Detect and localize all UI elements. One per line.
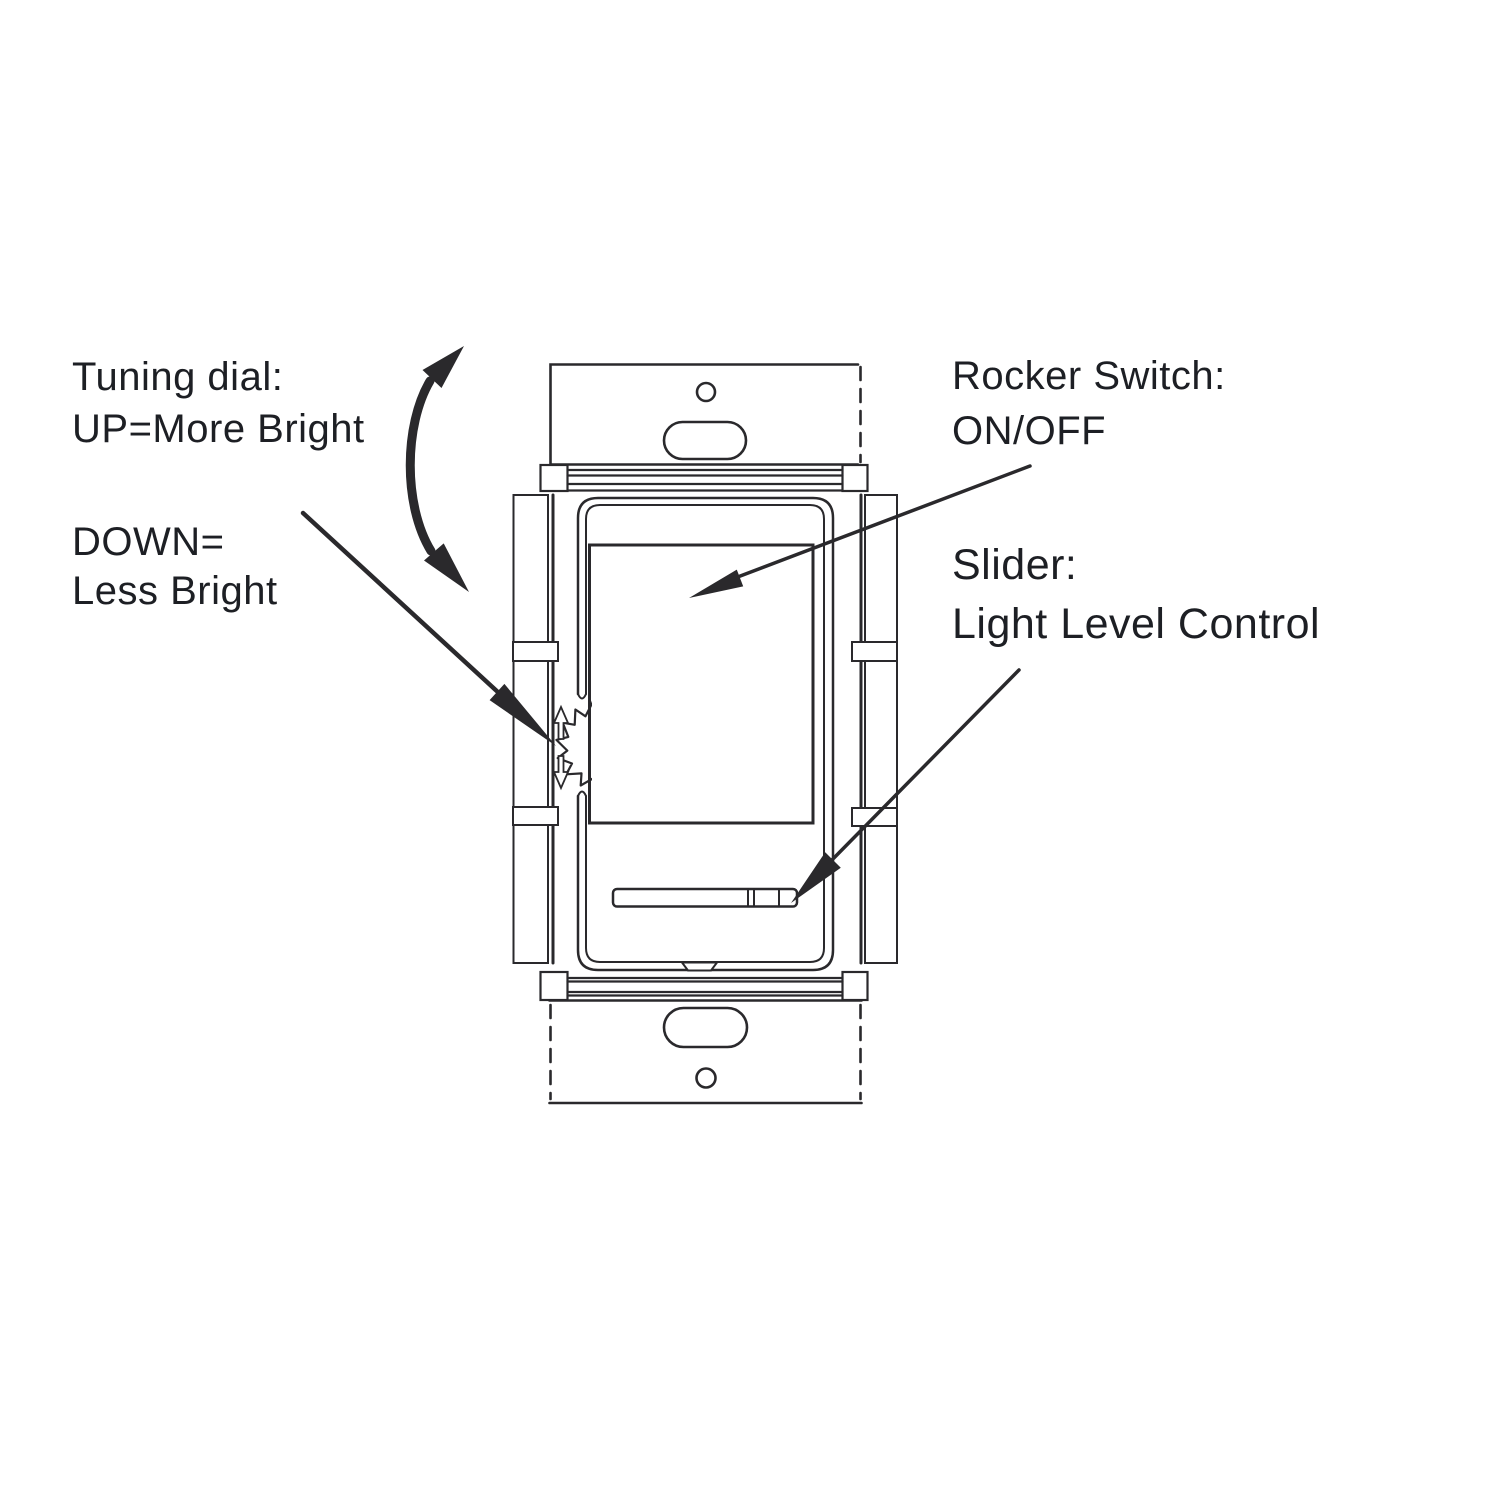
- rocker-paddle[interactable]: [588, 543, 815, 825]
- tuning-dial-gear[interactable]: [555, 695, 642, 797]
- slider-label-line1: Slider:: [952, 541, 1078, 589]
- dial-up-arrow-icon: [552, 704, 570, 740]
- tuning-dial-label-line1: Tuning dial:: [72, 355, 284, 399]
- strap-neck-bottom: [539, 970, 869, 1002]
- bezel-notch: [680, 961, 719, 972]
- tuning-dial-label: Tuning dial: UP=More Bright: [72, 351, 365, 455]
- rotate-arrow-icon: [405, 346, 469, 592]
- strap-screw-hole-bottom: [695, 1067, 717, 1089]
- slider-label-line2: Light Level Control: [952, 600, 1321, 648]
- rocker-leader-arrow: [689, 464, 1032, 598]
- wallplate-side-right: [851, 493, 898, 965]
- wallplate-side-left: [512, 493, 559, 965]
- slider-control[interactable]: [611, 887, 799, 908]
- down-label: DOWN= Less Bright: [72, 518, 278, 616]
- slider-leader-arrow: [791, 668, 1021, 903]
- dimmer-bezel: [576, 496, 835, 972]
- mounting-tab: [512, 641, 559, 662]
- mounting-tab: [851, 641, 898, 662]
- rocker-label: Rocker Switch: ON/OFF: [952, 349, 1226, 459]
- mounting-strap-top: [549, 363, 862, 466]
- strap-neck-top: [539, 463, 869, 493]
- strap-screw-hole-top: [695, 381, 717, 403]
- rocker-label-line2: ON/OFF: [952, 409, 1107, 453]
- tuning-dial-leader-arrow: [300, 510, 556, 746]
- down-label-line1: DOWN=: [72, 520, 225, 564]
- strap-slot-bottom: [662, 1006, 749, 1049]
- slider-label: Slider: Light Level Control: [952, 536, 1320, 654]
- strap-slot-top: [662, 420, 748, 461]
- rocker-label-line1: Rocker Switch:: [952, 354, 1226, 398]
- tuning-dial-label-line2: UP=More Bright: [72, 407, 365, 451]
- slider-slot: [611, 887, 799, 908]
- down-label-line2: Less Bright: [72, 569, 278, 613]
- mounting-tab: [512, 806, 559, 826]
- dial-down-arrow-icon: [552, 755, 570, 791]
- mounting-strap-bottom: [548, 999, 863, 1105]
